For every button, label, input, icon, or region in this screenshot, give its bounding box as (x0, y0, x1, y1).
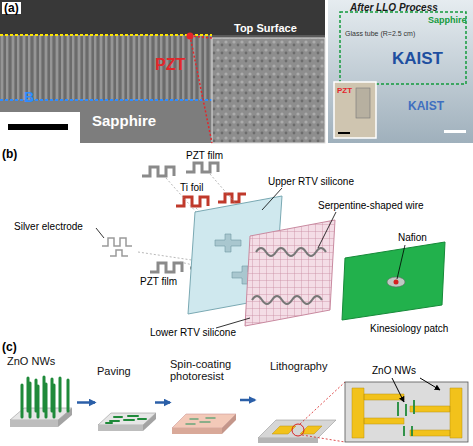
figure-label: (a) (2, 2, 21, 14)
zno-nw-growth (10, 420, 58, 427)
zno-nw-growth (10, 377, 72, 427)
flow-arrow (155, 401, 170, 404)
lower-rtv-mesh (216, 220, 335, 328)
kinesiology-patch (342, 242, 445, 320)
flow-arrow (77, 401, 95, 404)
lithography-step (292, 424, 304, 436)
figure-label: Upper RTV silicone (268, 176, 354, 188)
photoresist-step (222, 414, 236, 434)
lithography-step (398, 400, 414, 436)
upper-rtv-silicone (262, 188, 282, 210)
paving-step (98, 425, 143, 431)
figure-label: Kinesiology patch (370, 323, 448, 335)
sem-image (0, 34, 212, 36)
paving-step (98, 413, 156, 431)
figure-label: KAIST (392, 50, 443, 68)
top-surface-inset (187, 33, 194, 40)
photo-after-llo (338, 132, 350, 134)
figure-label: Top Surface (234, 22, 297, 34)
figure-label: Silver electrode (14, 221, 83, 233)
photo-after-llo (340, 12, 466, 84)
kinesiology-patch (397, 245, 405, 279)
process-stage: Paving (95, 365, 155, 440)
paving-step (143, 413, 156, 431)
figure-label: PZT film (186, 150, 223, 162)
lithography-step (392, 378, 404, 402)
pzt-film-pieces (142, 163, 218, 176)
serpentine-wire (318, 212, 336, 248)
figure-label: Ti foil (180, 182, 204, 194)
sem-image (0, 0, 325, 143)
photoresist-step (186, 418, 215, 424)
kinesiology-patch (394, 280, 399, 285)
serpentine-wire (252, 296, 322, 304)
sem-image (0, 112, 80, 143)
zno-nw-growth (22, 377, 68, 417)
flow-arrow (240, 399, 255, 402)
figure-label: Sapphire (428, 14, 467, 26)
silver-electrode (96, 228, 104, 238)
figure-label: Lower RTV silicone (150, 327, 236, 339)
top-surface-inset (187, 33, 326, 144)
figure-label: KAIST (408, 100, 444, 112)
silver-electrode (96, 228, 132, 256)
top-surface-inset (212, 38, 325, 143)
figure-label: After LLO Process (350, 2, 438, 14)
photo-after-llo (328, 0, 473, 143)
figure-label: Nafion (398, 232, 427, 244)
figure-label: PZT (337, 86, 352, 95)
serpentine-wire (252, 212, 336, 304)
photo-after-llo (334, 82, 376, 138)
photo-after-llo (444, 130, 466, 133)
figure-label: (b) (2, 148, 17, 160)
figure-label: Sapphire (92, 113, 156, 129)
photoresist-step (172, 414, 236, 434)
kinesiology-patch (387, 277, 405, 287)
figure-label: B (24, 90, 34, 105)
stage-label: ZnO NWs (7, 355, 77, 367)
top-surface-inset (190, 36, 212, 143)
sem-image (0, 0, 325, 35)
lithography-step (345, 382, 468, 442)
stage-label: Spin-coating photoresist (170, 358, 240, 382)
figure-label: Serpentine-shaped wire (318, 200, 424, 212)
process-stage: Spin-coating photoresist (170, 358, 240, 440)
sem-image (0, 0, 325, 143)
lithography-step (258, 378, 468, 443)
kinesiology-patch (342, 242, 445, 320)
lower-rtv-mesh (245, 220, 335, 326)
stage-label: Lithography (270, 360, 470, 372)
paving-step (106, 416, 146, 423)
serpentine-wire (256, 248, 326, 256)
process-stage: ZnO NWs (5, 355, 77, 443)
sem-image (0, 100, 212, 143)
photo-after-llo (356, 88, 370, 118)
figure-label: ZnO NWs (372, 365, 416, 377)
stage-label: Paving (97, 365, 155, 377)
lower-rtv-mesh (216, 318, 250, 328)
process-stage: Lithography (255, 360, 470, 444)
lithography-step (302, 435, 345, 442)
sem-image (8, 124, 68, 130)
lithography-step (258, 438, 318, 443)
lithography-step (258, 420, 336, 438)
lithography-step (300, 382, 345, 424)
silver-electrode (102, 238, 132, 256)
photo-after-llo (328, 0, 473, 143)
figure-label: PZT film (140, 276, 177, 288)
lithography-step (352, 388, 462, 438)
figure-label: PZT (155, 56, 185, 73)
figure-label: Glass tube (R=2.5 cm) (345, 30, 415, 38)
photoresist-step (172, 428, 222, 434)
lithography-step (420, 378, 440, 390)
figure-label: (c) (2, 341, 17, 353)
